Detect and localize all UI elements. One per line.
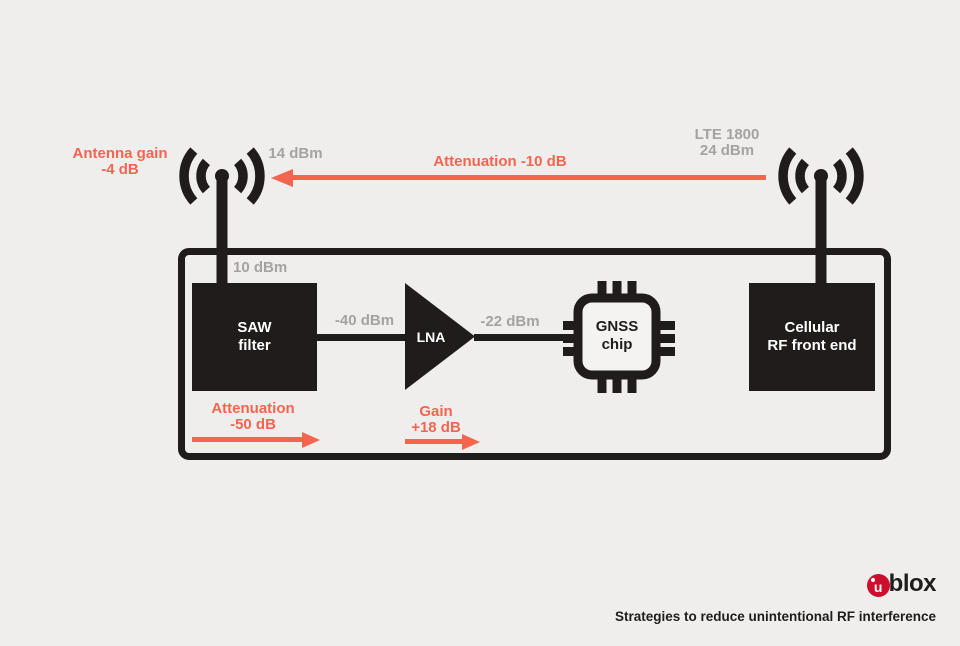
cellular-line2: RF front end — [767, 337, 857, 354]
cellular-antenna-icon — [778, 147, 864, 286]
gnss-chip-label: GNSS chip — [578, 297, 656, 375]
saw-attenuation-arrow-line — [192, 437, 303, 442]
wire-lna-to-gnss — [474, 334, 568, 341]
lna-gain-label: Gain +18 dB — [376, 404, 496, 435]
lte-source-line1: LTE 1800 — [694, 126, 760, 143]
gnss-chip-icon — [563, 281, 675, 393]
wire-saw-to-lna — [316, 334, 406, 341]
ublox-logo: u blox — [866, 570, 937, 599]
saw-filter-line2: filter — [238, 337, 271, 354]
ublox-logo-text: blox — [888, 570, 937, 597]
caption-text: Strategies to reduce unintentional RF in… — [614, 609, 936, 624]
cellular-rf-front-end-block: Cellular RF front end — [749, 283, 875, 391]
antenna-gain-line2: -4 dB — [101, 161, 139, 178]
saw-output-power-label: -40 dBm — [334, 312, 395, 329]
ublox-logo-dot — [871, 578, 876, 582]
antenna-gain-line1: Antenna gain — [72, 145, 168, 162]
ublox-logo-u: u — [873, 578, 883, 595]
amplifier-triangle-icon — [405, 283, 475, 390]
lte-source-label: LTE 1800 24 dBm — [667, 127, 787, 159]
saw-attenuation-line1: Attenuation — [211, 400, 295, 417]
lna-gain-line1: Gain — [419, 403, 453, 420]
top-attenuation-label: Attenuation -10 dB — [433, 153, 567, 170]
ublox-logo-circle-icon: u — [866, 574, 890, 597]
antenna-gain-label: Antenna gain -4 dB — [45, 146, 195, 178]
arrow-left-icon — [271, 168, 293, 187]
lna-output-power-label: -22 dBm — [480, 313, 540, 330]
saw-attenuation-line2: -50 dB — [230, 415, 276, 433]
lna-gain-line2: +18 dB — [411, 418, 461, 436]
device-boundary-box — [178, 248, 891, 460]
lna-label: LNA — [416, 328, 446, 345]
gnss-chip-line2: chip — [601, 336, 633, 353]
saw-filter-line1: SAW — [237, 319, 272, 336]
gnss-chip-line1: GNSS — [595, 318, 639, 335]
arrow-right-icon — [302, 431, 320, 448]
cellular-line1: Cellular — [784, 319, 840, 336]
arrow-right-icon — [462, 433, 480, 450]
lna-gain-arrow-line — [405, 439, 464, 444]
received-power-label: 14 dBm — [268, 145, 323, 162]
lte-source-line2: 24 dBm — [699, 142, 755, 159]
saw-filter-block: SAW filter — [192, 283, 317, 391]
saw-input-power-label: 10 dBm — [233, 259, 288, 276]
saw-attenuation-label: Attenuation -50 dB — [193, 401, 313, 432]
attenuation-arrow-line — [286, 175, 766, 180]
gnss-antenna-icon — [179, 147, 265, 286]
